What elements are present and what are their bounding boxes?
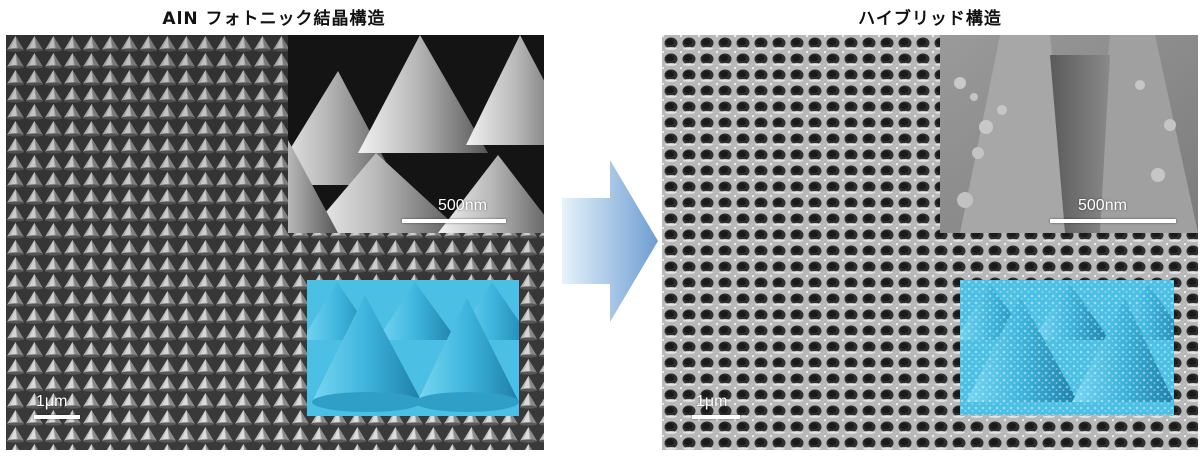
left-inset-scale-label: 500nm: [438, 197, 487, 214]
right-sem-image: 500nm: [662, 35, 1198, 450]
right-inset-scale-bar: [1050, 219, 1176, 223]
left-3d-model-inset: [307, 280, 519, 416]
right-main-scale-label: 1μm: [696, 393, 728, 410]
left-zoom-cones: [288, 35, 544, 233]
right-zoom-structure: [940, 35, 1198, 233]
left-model-cones: [307, 280, 519, 416]
left-zoom-sem-inset: 500nm: [288, 35, 544, 233]
right-model-cones: [960, 280, 1174, 415]
right-arrow-icon: [562, 160, 658, 322]
left-panel-title: AlN フォトニック結晶構造: [162, 9, 386, 29]
right-inset-scale-label: 500nm: [1078, 197, 1127, 214]
left-main-scale-label: 1μm: [36, 393, 68, 410]
right-3d-model-inset: [960, 280, 1174, 415]
right-zoom-sem-inset: 500nm: [940, 35, 1198, 233]
right-main-scale-bar: [692, 415, 740, 419]
left-inset-scale-bar: [402, 219, 506, 223]
left-main-scale-bar: [34, 415, 80, 419]
left-sem-image: 500nm 1: [6, 35, 544, 450]
right-panel-title: ハイブリッド構造: [858, 9, 1002, 29]
